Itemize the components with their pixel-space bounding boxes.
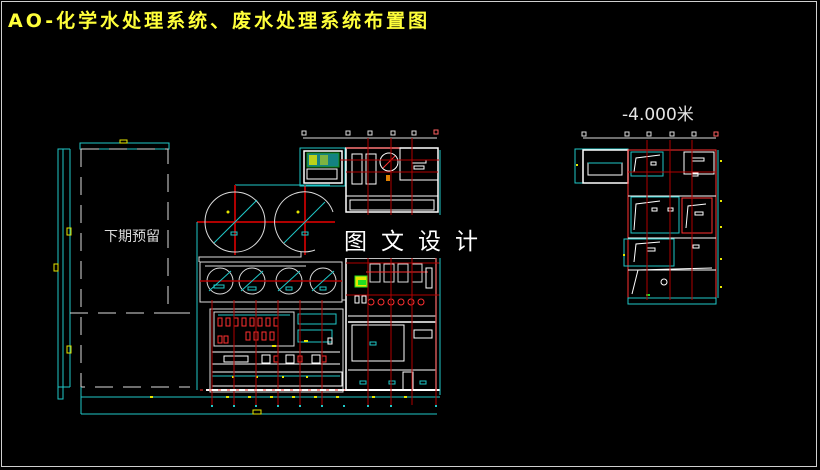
drawing-title: AO-化学水处理系统、废水处理系统布置图 [8, 10, 431, 32]
watermark-text: 图文设计 [340, 220, 498, 258]
chemical-dosing-room [299, 129, 441, 215]
wastewater-room [150, 257, 441, 407]
future-reserve-zone [53, 139, 440, 415]
basement-level-label: -4.000米 [622, 105, 694, 125]
large-storage-tanks [196, 184, 335, 390]
basement-plan [574, 131, 722, 305]
future-reserve-label: 下期预留 [104, 229, 160, 245]
filter-tanks [199, 261, 343, 303]
